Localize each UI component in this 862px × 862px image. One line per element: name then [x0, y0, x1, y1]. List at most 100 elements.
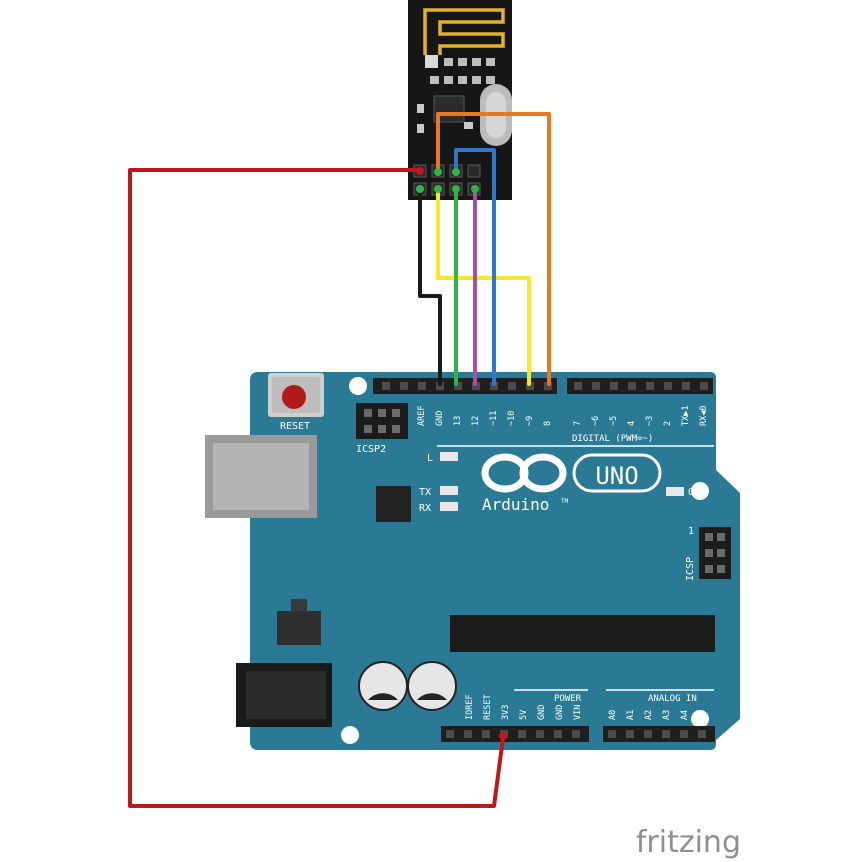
pin-label: ~5 [609, 416, 619, 426]
pin-label: AREF [417, 406, 427, 426]
header-pin [518, 730, 526, 738]
pin-label: 4 [627, 421, 637, 426]
pin-label: ~10 [507, 411, 517, 426]
header-pin [626, 730, 634, 738]
header-pin [628, 382, 636, 390]
mounting-hole [349, 377, 367, 395]
pin-label: A2 [644, 710, 654, 720]
led-tx [440, 486, 458, 495]
header-pin [526, 382, 534, 390]
wire-ends [416, 167, 507, 740]
header-pin [544, 382, 552, 390]
pin-label: 8 [543, 421, 553, 426]
header-pin [680, 730, 688, 738]
digital-label: DIGITAL (PWM=~) [572, 434, 653, 444]
pin-label: 3V3 [501, 705, 511, 720]
led-on-label: ON [688, 487, 700, 498]
voltage-regulator [277, 599, 321, 645]
arduino-uno-board: RESET ICSP2 [205, 372, 740, 750]
led-tx-label: TX [419, 487, 431, 498]
pin-label: ~9 [525, 416, 535, 426]
header-pin [554, 730, 562, 738]
arduino-brand: Arduino [482, 495, 549, 514]
pin-label: GND [435, 411, 445, 426]
led-rx-label: RX [419, 503, 431, 514]
power-label: POWER [554, 694, 582, 704]
power-jack [236, 663, 332, 727]
pin-label: 12 [471, 416, 481, 426]
led-rx [440, 502, 458, 511]
pin-label: ~3 [645, 416, 655, 426]
atmega-chip [450, 615, 715, 652]
arduino-logo-icon [481, 453, 662, 493]
header-pin [472, 382, 480, 390]
pin-label: GND [555, 705, 565, 720]
pin-label: ~11 [489, 411, 499, 426]
pin-label: RX◀0 [699, 406, 709, 426]
fritzing-watermark: fritzing [636, 825, 741, 860]
header-pin [454, 382, 462, 390]
usb-chip [376, 486, 411, 522]
wire-csn-orange [436, 112, 551, 386]
pin-label: A3 [662, 710, 672, 720]
header-pin [382, 382, 390, 390]
icsp2-label: ICSP2 [356, 444, 386, 455]
icsp-header [699, 527, 731, 579]
wire-3v3-vcc [128, 168, 505, 808]
header-pin [644, 730, 652, 738]
pin-label: ~6 [591, 416, 601, 426]
pin-label: A5 [698, 710, 708, 720]
icsp-pin1-label: 1 [688, 526, 694, 537]
header-pin [646, 382, 654, 390]
pin-label: IOREF [465, 694, 475, 720]
pin-label: VIN [573, 705, 583, 720]
header-pin [418, 382, 426, 390]
digital-header-right [567, 378, 713, 394]
pin-label: 7 [573, 421, 583, 426]
header-pin [700, 382, 708, 390]
header-pin [698, 730, 706, 738]
wire-gnd [418, 187, 442, 386]
mounting-hole [691, 482, 709, 500]
power-header [441, 726, 589, 742]
header-pin [610, 382, 618, 390]
header-pin [572, 730, 580, 738]
led-l [440, 452, 458, 461]
trademark: TM [561, 498, 569, 505]
header-pin [464, 730, 472, 738]
header-pin [508, 382, 516, 390]
wire-ce-yellow [436, 187, 531, 386]
nrf24l01-module [408, 0, 512, 200]
icsp2-header [356, 403, 408, 439]
header-pin [482, 730, 490, 738]
led-l-label: L [427, 453, 433, 464]
header-pin [446, 730, 454, 738]
header-pin [574, 382, 582, 390]
pin-label: RESET [483, 694, 493, 720]
pin-label: GND [537, 705, 547, 720]
header-pin [592, 382, 600, 390]
header-pin [536, 730, 544, 738]
pin-label: 5V [519, 710, 529, 720]
mounting-hole [341, 726, 359, 744]
header-pin [400, 382, 408, 390]
pin-label: A1 [626, 710, 636, 720]
wire-mosi-blue [454, 148, 496, 386]
pin-label: 13 [453, 416, 463, 426]
mounting-hole [691, 710, 709, 728]
uno-logo-text: UNO [595, 462, 638, 490]
header-pin [662, 730, 670, 738]
led-on [666, 487, 684, 496]
reset-button[interactable] [268, 373, 324, 417]
capacitor [358, 661, 408, 711]
analog-in-label: ANALOG IN [648, 694, 697, 704]
pin-label: A0 [608, 710, 618, 720]
icsp-label: ICSP [685, 557, 696, 581]
pin-label: TX▶1 [681, 406, 691, 426]
header-pin [608, 730, 616, 738]
antenna-trace-icon [423, 8, 505, 55]
reset-label: RESET [280, 421, 310, 432]
pin-label: 2 [663, 421, 673, 426]
header-pin [664, 382, 672, 390]
